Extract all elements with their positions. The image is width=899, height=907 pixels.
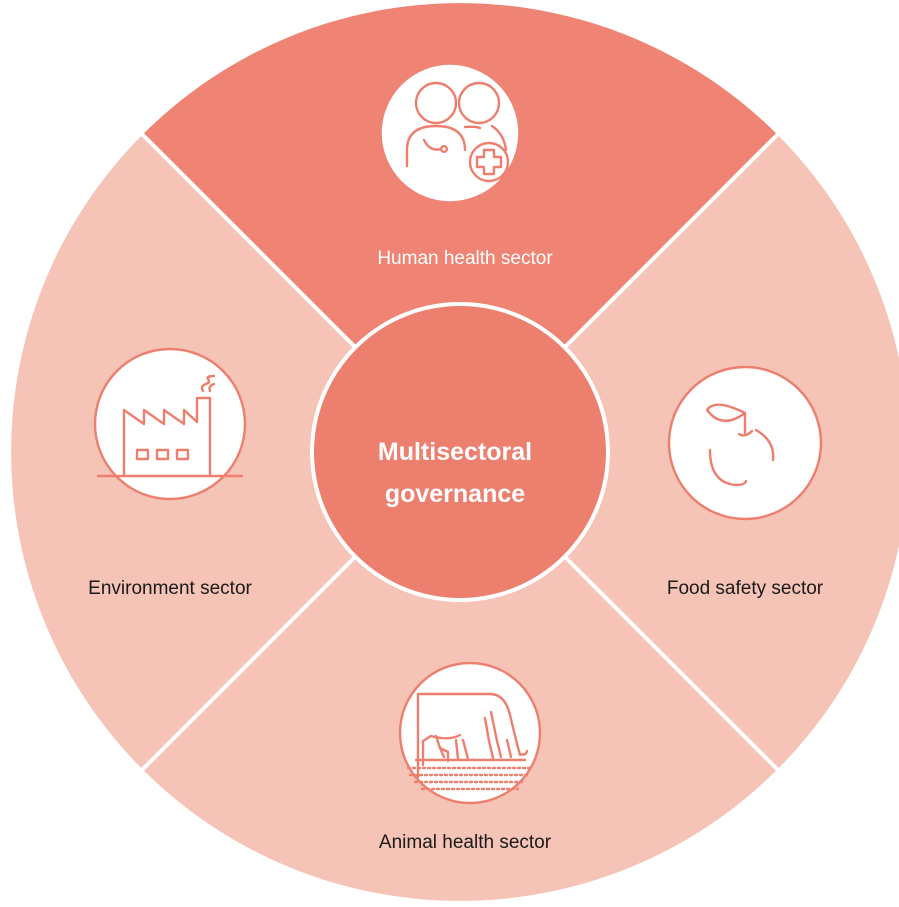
center-title-line-1: Multisectoral: [378, 438, 532, 466]
label-environment-sector: Environment sector: [88, 578, 252, 599]
center-circle: [310, 302, 610, 602]
label-human-health-sector: Human health sector: [377, 248, 553, 269]
label-animal-health-sector: Animal health sector: [379, 832, 552, 853]
cow-icon: [398, 661, 542, 805]
label-food-safety-sector: Food safety sector: [667, 578, 824, 599]
segment-human-health: [142, 3, 778, 453]
apple-icon: [667, 365, 823, 521]
human-health-icon: [381, 64, 519, 202]
center-title-line-2: governance: [385, 480, 525, 508]
factory-icon: [93, 347, 247, 501]
